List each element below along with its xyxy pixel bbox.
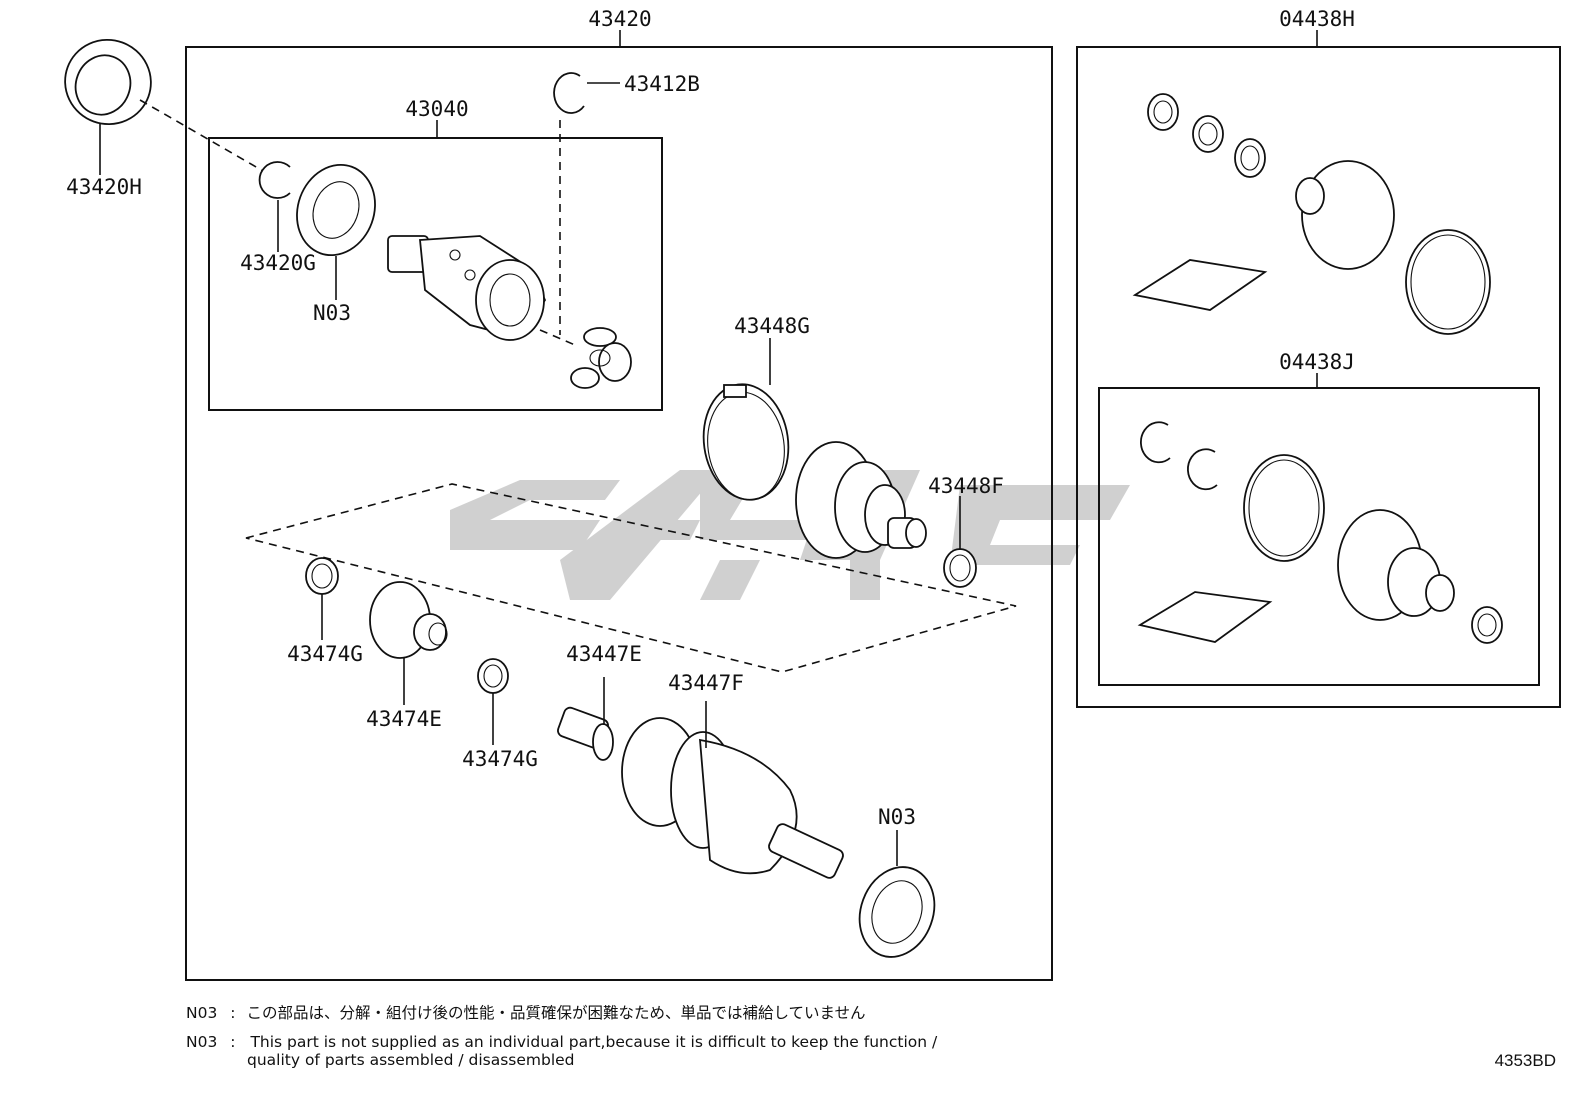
callout-43040[interactable]: 43040 — [405, 97, 468, 121]
callout-43447E[interactable]: 43447E — [566, 642, 642, 666]
clip-43412B — [553, 72, 620, 114]
drive-shaft-assembly — [557, 677, 844, 879]
outboard-boot — [795, 441, 927, 559]
kit-04438H-parts — [1132, 93, 1491, 335]
callout-43447F[interactable]: 43447F — [668, 671, 744, 695]
dynamic-damper-43474E — [369, 581, 448, 705]
callout-43412B[interactable]: 43412B — [624, 72, 700, 96]
callout-43474G-b[interactable]: 43474G — [462, 747, 538, 771]
note-en: N03 : This part is not supplied as an in… — [186, 1033, 937, 1051]
note-jp: N03 : この部品は、分解・組付け後の性能・品質確保が困難なため、単品では補給… — [186, 1004, 866, 1022]
inboard-joint-housing — [387, 235, 547, 341]
callout-43420H[interactable]: 43420H — [66, 175, 142, 199]
callout-43474E[interactable]: 43474E — [366, 707, 442, 731]
kit-04438J-parts — [1137, 421, 1503, 644]
callout-43420[interactable]: 43420 — [588, 7, 651, 31]
dash-43420H — [139, 99, 271, 176]
seal-ring-43420H — [64, 38, 152, 175]
boot-group-dashed-outline — [245, 483, 1017, 673]
snap-ring-43420G — [258, 161, 291, 252]
callout-43448F[interactable]: 43448F — [928, 474, 1004, 498]
note-en-cont: quality of parts assembled / disassemble… — [247, 1051, 575, 1069]
callout-43420G[interactable]: 43420G — [240, 251, 316, 275]
note-jp-separator: : — [230, 1004, 236, 1022]
seal-N03-upper — [296, 163, 376, 300]
note-jp-code: N03 — [186, 1004, 218, 1022]
boot-clamp-43474G-a — [305, 557, 339, 640]
seal-N03-lower — [858, 830, 936, 958]
callout-N03-upper[interactable]: N03 — [313, 301, 351, 325]
kit-04438H-frame — [1076, 46, 1561, 708]
note-jp-text: この部品は、分解・組付け後の性能・品質確保が困難なため、単品では補給していません — [246, 1004, 866, 1022]
callout-04438J[interactable]: 04438J — [1279, 350, 1355, 374]
boot-clamp-43448F — [943, 496, 977, 588]
subassembly-43040-frame — [208, 137, 663, 411]
callout-43448G[interactable]: 43448G — [734, 314, 810, 338]
callout-43474G-a[interactable]: 43474G — [287, 642, 363, 666]
callout-04438H[interactable]: 04438H — [1279, 7, 1355, 31]
note-en-code: N03 — [186, 1033, 218, 1051]
dash-housing — [539, 329, 576, 346]
note-en-line2: quality of parts assembled / disassemble… — [247, 1051, 575, 1069]
boot-clamp-43474G-b — [477, 658, 509, 745]
kit-04438J-frame — [1098, 387, 1540, 686]
tripod-spider — [570, 327, 632, 389]
note-en-separator: : — [230, 1033, 236, 1051]
note-en-line1: This part is not supplied as an individu… — [250, 1033, 938, 1051]
watermark-logo — [450, 470, 1130, 600]
assembly-43420-frame — [185, 46, 1053, 981]
drawing-number: 4353BD — [1494, 1051, 1556, 1070]
callout-N03-lower[interactable]: N03 — [878, 805, 916, 829]
boot-band-43448G — [702, 338, 790, 501]
